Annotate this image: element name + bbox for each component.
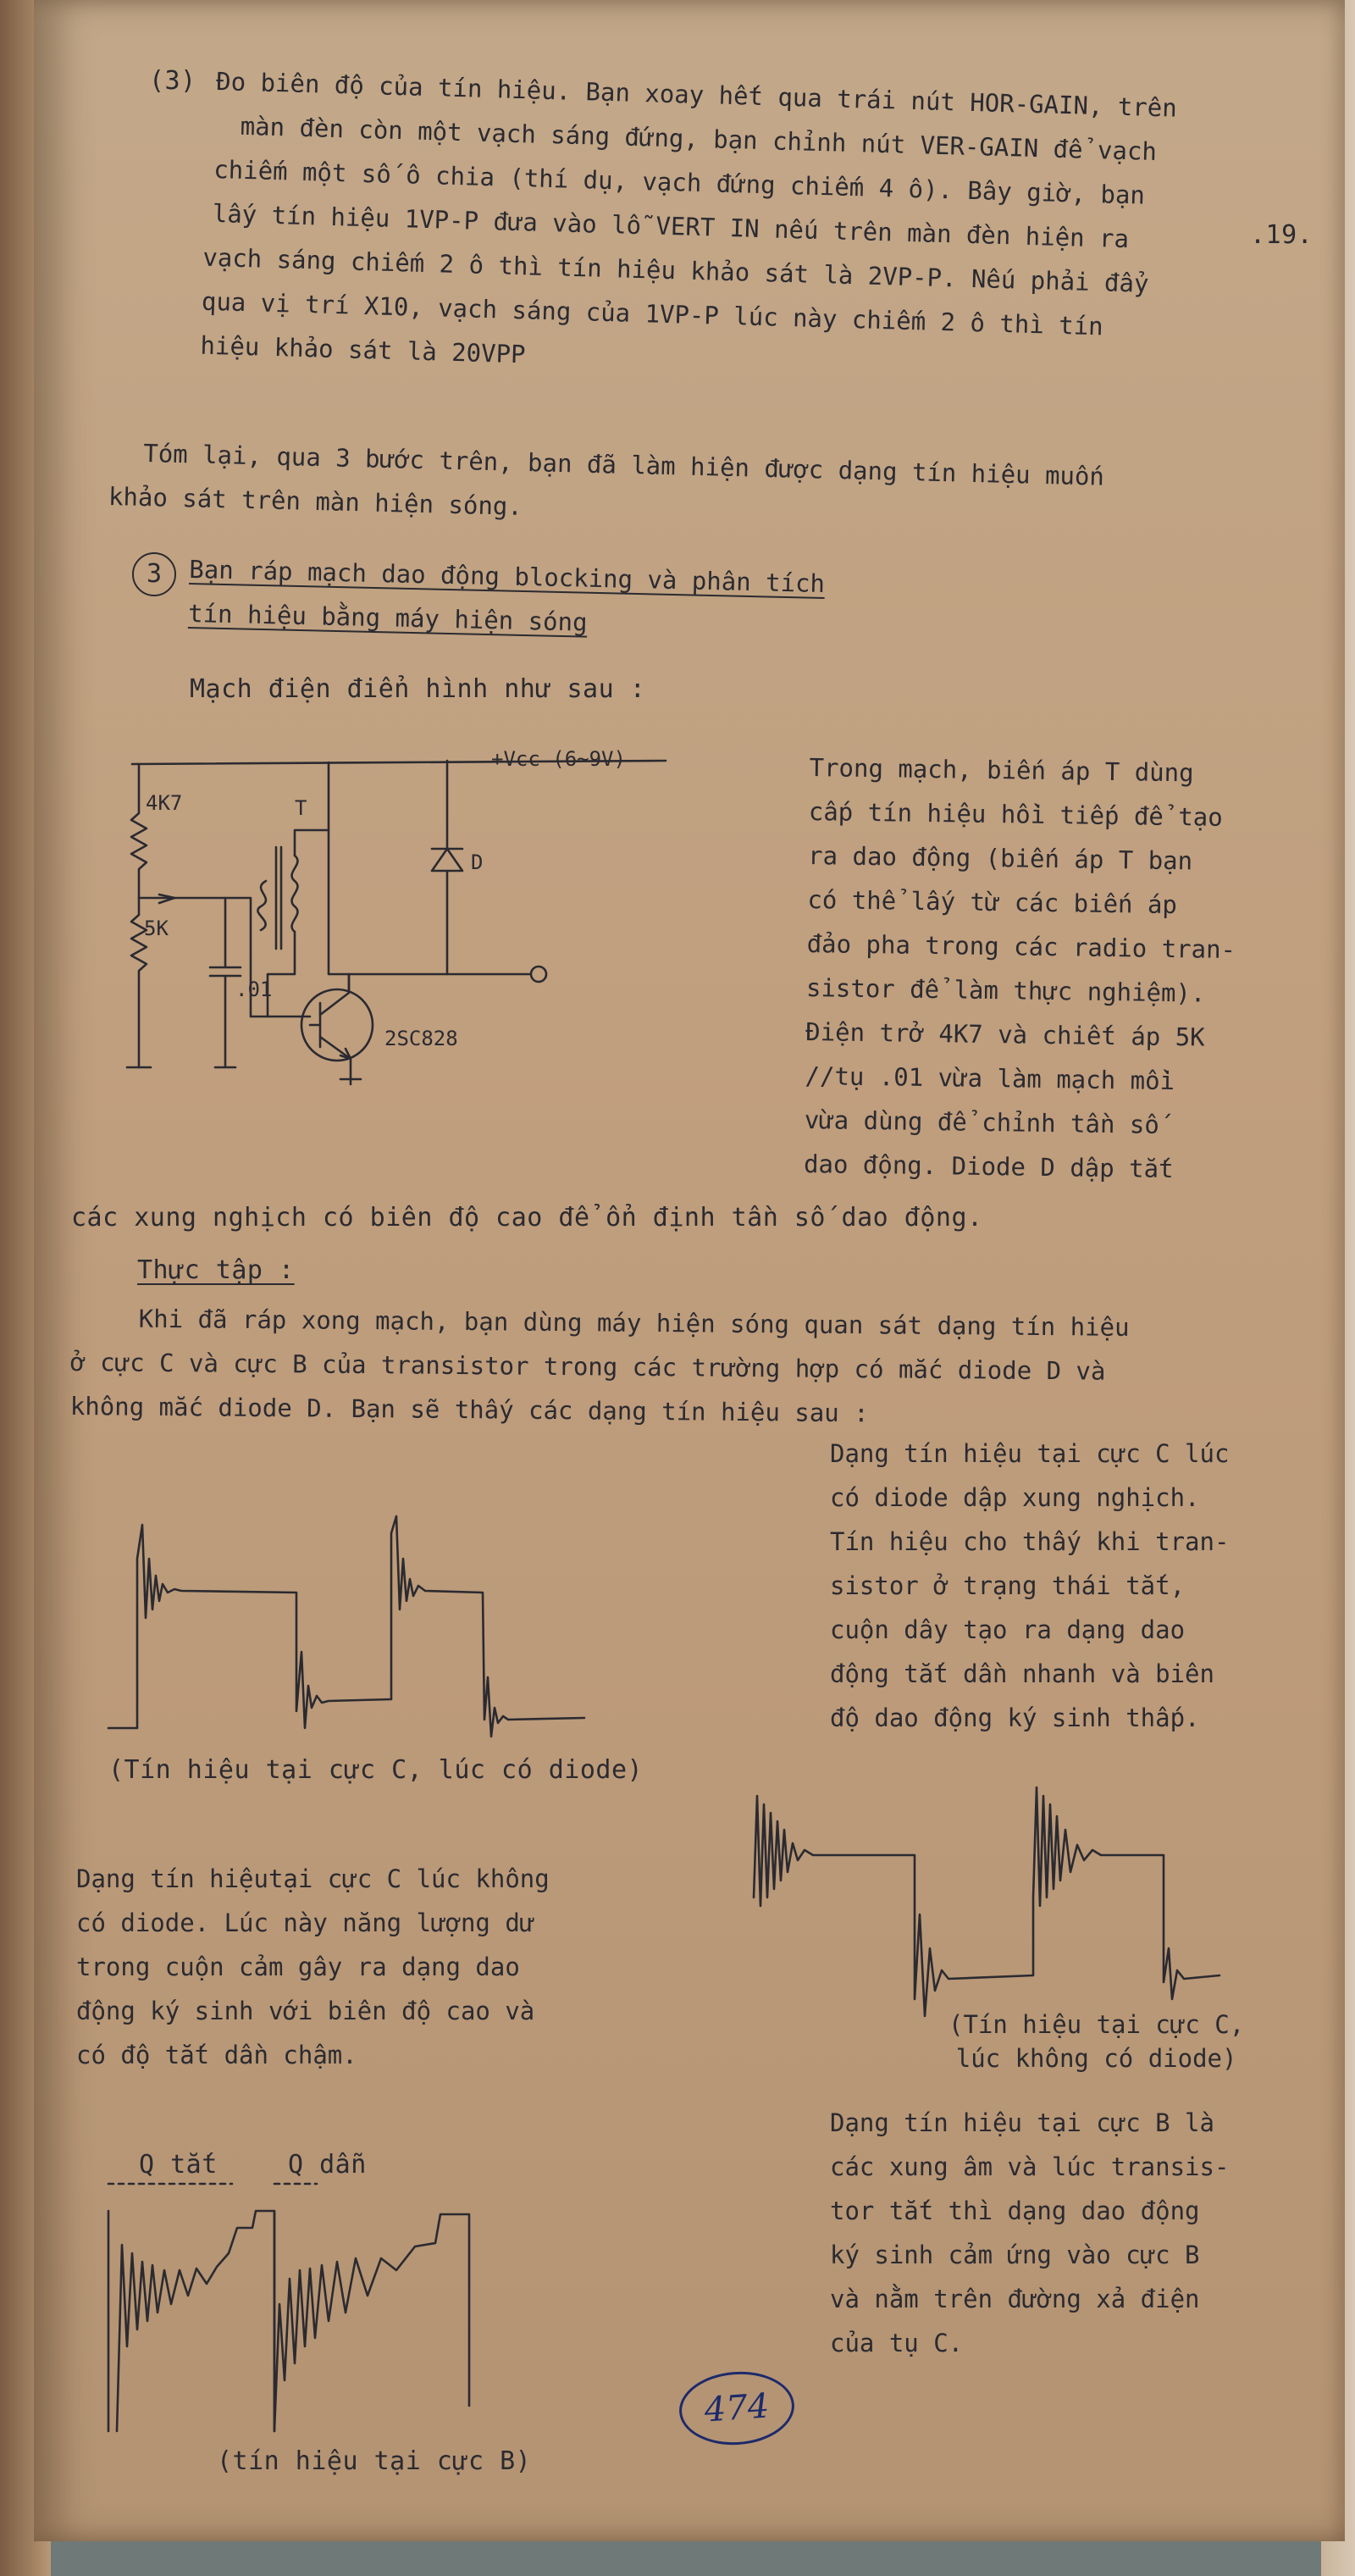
q-on-label: Q dẫn [288,2150,367,2180]
section-number: 3 [132,552,176,596]
wave-b-caption: (tín hiệu tại cực B) [217,2446,532,2476]
description-line: ký sinh cảm ứng vào cực B [830,2241,1200,2269]
waveform-c-without-diode [752,1786,1221,2018]
document-page: (3) Đo biên độ của tín hiệu. Bạn xoay hế… [34,0,1345,2541]
wave-c-nodiode-description: Dạng tín hiệutại cực C lúc không có diod… [76,1857,550,2077]
circuit-description: Trong mạch, biến áp T dùng cấp tín hiệu … [804,745,1239,1192]
transformer-label: T [295,796,307,820]
description-line: và nằm trên đường xả điện [830,2285,1200,2313]
caption-line: lúc không có diode) [955,2044,1237,2073]
wave-c-diode-caption: (Tín hiệu tại cực C, lúc có diode) [108,1755,644,1785]
description-line: độ dao động ký sinh thấp. [830,1703,1200,1732]
description-line: động tắt dần nhanh và biên [830,1659,1214,1688]
cap-label: .01 [235,978,272,1001]
circuit-description-tail: các xung nghịch có biên độ cao để ổn địn… [71,1203,983,1233]
practice-heading: Thực tập : [137,1255,295,1285]
description-line: vừa dùng để chỉnh tần số [804,1105,1160,1139]
description-line: Trong mạch, biến áp T dùng [809,752,1194,788]
description-line: dao động. Diode D dập tắt [803,1149,1174,1184]
practice-text: Khi đã ráp xong mạch, bạn dùng máy hiện … [70,1296,1130,1438]
r2-label: 5K [144,917,169,940]
section-title: Bạn ráp mạch dao động blocking và phân t… [188,547,826,650]
description-line: tor tắt thì dạng dao động [830,2197,1200,2225]
description-line: Dạng tín hiệu tại cực C lúc [830,1439,1230,1468]
waveform-c-with-diode [107,1515,586,1738]
description-line: có diode dập xung nghịch. [830,1483,1200,1512]
description-line: có diode. Lúc này năng lượng dư [76,1908,535,1937]
practice-line: không mắc diode D. Bạn sẽ thấy các dạng … [69,1391,869,1428]
description-line: Điện trở 4K7 và chiết áp 5K [805,1017,1205,1052]
r1-label: 4K7 [146,791,182,815]
description-line: cuộn dây tạo ra dạng dao [830,1615,1186,1644]
diode-label: D [471,850,483,874]
waveform-b [107,2182,471,2433]
summary-text: Tóm lại, qua 3 bước trên, bạn đã làm hiệ… [108,430,1105,543]
step-number: (3) [149,66,196,96]
description-line: sistor ở trạng thái tắt, [830,1571,1186,1600]
description-line: động ký sinh với biên độ cao và [76,1997,535,2025]
caption-line: (Tín hiệu tại cực C, [948,2010,1245,2039]
wave-b-description: Dạng tín hiệu tại cực B là các xung âm v… [830,2101,1229,2365]
description-line: sistor để làm thực nghiệm). [805,972,1206,1008]
description-line: có thể lấy từ các biến áp [807,884,1178,920]
handwritten-page-number: 474 [677,2368,797,2449]
vcc-label: +Vcc (6~9V) [491,747,626,771]
description-line: Tín hiệu cho thấy khi tran- [830,1527,1230,1556]
wave-c-diode-description: Dạng tín hiệu tại cực C lúc có diode dập… [830,1432,1229,1740]
description-line: //tụ .01 vừa làm mạch mồi [805,1061,1175,1096]
transistor-label: 2SC828 [384,1027,458,1050]
step3-text: Đo biên độ của tín hiệu. Bạn xoay hết qu… [200,59,1178,395]
wave-c-nodiode-caption: (Tín hiệu tại cực C, lúc không có diode) [948,2008,1244,2075]
q-off-label: Q tắt [139,2150,218,2180]
description-line: của tụ C. [830,2329,964,2357]
blocking-oscillator-schematic: +Vcc (6~9V) 4K7 5K .01 T D 2SC828 [125,747,667,1086]
circuit-intro: Mạch điện điển hình như sau : [190,674,646,704]
description-line: có độ tắt dần chậm. [76,2041,357,2069]
description-line: ra dao động (biến áp T bạn [807,840,1193,876]
description-line: trong cuộn cảm gây ra dạng dao [76,1953,520,1981]
side-page-number: .19. [1250,220,1314,250]
description-line: Dạng tín hiệu tại cực B là [830,2108,1214,2137]
description-line: các xung âm và lúc transis- [830,2152,1230,2181]
description-line: đảo pha trong các radio tran- [806,928,1236,965]
description-line: Dạng tín hiệutại cực C lúc không [76,1864,550,1893]
description-line: cấp tín hiệu hồi tiếp để tạo [808,796,1223,832]
